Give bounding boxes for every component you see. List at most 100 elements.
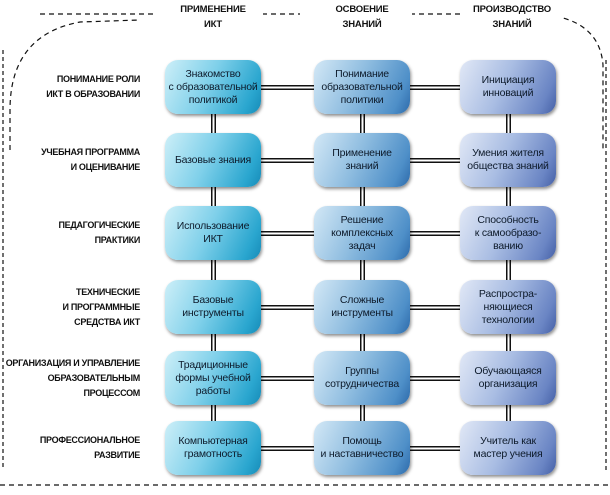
row-label-line: ТЕХНИЧЕСКИЕ	[76, 286, 140, 297]
row-label: УЧЕБНАЯ ПРОГРАММА И ОЦЕНИВАНИЕ	[0, 145, 140, 175]
column-header-acquisition: ОСВОЕНИЕ ЗНАНИЙ	[312, 2, 412, 32]
cell-text-line: работы	[195, 384, 231, 397]
cell-text-line: Группы	[345, 365, 379, 377]
row-label: ТЕХНИЧЕСКИЕ И ПРОГРАММНЫЕ СРЕДСТВА ИКТ	[0, 285, 140, 330]
horizontal-connector	[259, 446, 316, 451]
row-label-line: И ПРОГРАММНЫЕ	[62, 301, 140, 312]
horizontal-connector	[408, 305, 462, 310]
cell-text-line: Решение	[340, 213, 384, 226]
horizontal-connector	[408, 376, 462, 381]
cell-text-line: Знакомство	[185, 67, 241, 80]
column-header-line: ПРИМЕНЕНИЕ	[180, 4, 246, 15]
cell-text-line: сотрудничества	[324, 378, 400, 390]
column-header-line: ЗНАНИЙ	[492, 19, 532, 30]
vertical-connector	[506, 403, 511, 423]
column-header-line: ИКТ	[203, 19, 223, 30]
horizontal-connector	[408, 231, 462, 236]
cell-text-line: с образовательной	[168, 80, 258, 93]
vertical-connector	[211, 112, 216, 135]
cell-text-line: Использование	[176, 220, 250, 232]
cell-text-line: общества знаний	[467, 160, 549, 172]
horizontal-connector	[259, 376, 316, 381]
cell-text-line: инноваций	[482, 87, 534, 99]
row-label-line: ИКТ В ОБРАЗОВАНИИ	[46, 89, 140, 99]
cell-text-line: Помощь	[342, 435, 382, 447]
cell-text-line: технологии	[481, 313, 535, 326]
vertical-connector	[506, 258, 511, 282]
cell-text-line: Компьютерная	[178, 435, 248, 447]
cell-text-line: задач	[348, 239, 376, 252]
row-label-line: ПОНИМАНИЕ РОЛИ	[56, 74, 140, 84]
row-label-line: СРЕДСТВА ИКТ	[74, 316, 140, 327]
cell-text-line: знаний	[345, 160, 379, 172]
vertical-connector	[506, 185, 511, 208]
horizontal-connector	[259, 305, 316, 310]
cell-text-line: организация	[478, 378, 538, 390]
cell-text-line: Инициация	[481, 74, 535, 86]
row-label-line: ПРОФЕССИОНАЛЬНОЕ	[39, 435, 140, 445]
row-label-line: ПРАКТИКИ	[94, 235, 141, 245]
cell-text-line: Учитель как	[480, 435, 536, 447]
vertical-connector	[506, 332, 511, 353]
vertical-connector	[211, 403, 216, 423]
matrix-cell-application: Базовые знания	[165, 133, 261, 187]
column-header-line: ЗНАНИЙ	[342, 19, 382, 30]
cell-text-line: инструменты	[331, 307, 393, 319]
vertical-connector	[360, 112, 365, 135]
cell-text-line: Базовые знания	[174, 153, 252, 166]
horizontal-connector	[408, 446, 462, 451]
row-label-line: И ОЦЕНИВАНИЕ	[70, 162, 141, 172]
cell-text-line: Сложные	[339, 294, 385, 306]
row-label: ПРОФЕССИОНАЛЬНОЕ РАЗВИТИЕ	[0, 433, 140, 463]
cell-text-line: и наставничество	[320, 448, 404, 460]
column-header-line: ПРОИЗВОДСТВО	[473, 4, 551, 15]
cell-text-line: няющиеся	[483, 300, 533, 313]
horizontal-connector	[259, 231, 316, 236]
vertical-connector	[211, 332, 216, 353]
cell-text-line: инструменты	[182, 307, 244, 319]
cell-text-line: к самообразо-	[474, 226, 542, 239]
cell-text-line: грамотность	[183, 448, 243, 460]
cell-text-line: образовательной	[321, 80, 403, 93]
column-header-application: ПРИМЕНЕНИЕ ИКТ	[163, 2, 263, 32]
cell-text-line: Умения жителя	[472, 147, 544, 159]
row-label-line: РАЗВИТИЕ	[94, 450, 140, 460]
cell-text-line: Традиционные	[178, 358, 248, 371]
horizontal-connector	[408, 85, 462, 90]
row-label-line: УЧЕБНАЯ ПРОГРАММА	[41, 147, 140, 157]
vertical-connector	[211, 185, 216, 208]
column-header-creation: ПРОИЗВОДСТВО ЗНАНИЙ	[462, 2, 562, 32]
frame-top-right-corner	[554, 15, 604, 150]
cell-text-line: ванию	[493, 239, 523, 252]
cell-text-line: Способность	[477, 213, 539, 226]
row-label-line: ПРОЦЕССОМ	[83, 387, 140, 398]
